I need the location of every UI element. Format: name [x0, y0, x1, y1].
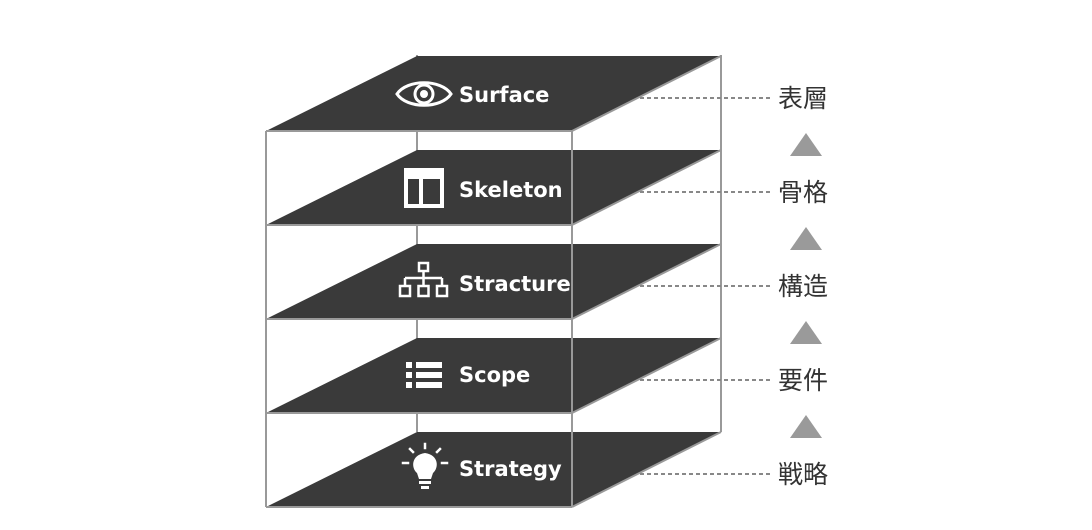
light-bulb-icon [401, 442, 449, 489]
jp-label-strategy: 戦略 [778, 460, 828, 489]
triangle-up-icon [790, 321, 822, 344]
frame-right-diagonal-1 [571, 55, 722, 132]
leader-lines [640, 97, 770, 475]
sitemap-icon [398, 261, 449, 298]
frame-right-diagonal-3 [571, 243, 722, 320]
layer-label-scope: Scope [459, 363, 530, 387]
eye-icon [395, 81, 453, 107]
triangle-up-icon [790, 415, 822, 438]
frame-right-diagonal-5 [571, 431, 722, 508]
triangle-up-icon [790, 133, 822, 156]
jp-label-skeleton: 骨格 [778, 178, 828, 207]
box-frame-front [265, 55, 722, 508]
jp-label-surface: 表層 [778, 84, 828, 113]
layout-icon [404, 168, 444, 208]
layer-label-surface: Surface [459, 83, 549, 107]
up-arrows [790, 133, 822, 438]
frame-right-diagonal-2 [571, 149, 722, 226]
layer-label-stracture: Stracture [459, 272, 571, 296]
list-icon [406, 362, 442, 388]
frame-right-diagonal-4 [571, 337, 722, 414]
layer-label-skeleton: Skeleton [459, 178, 563, 202]
layer-label-strategy: Strategy [459, 457, 562, 481]
jp-label-stracture: 構造 [778, 272, 828, 301]
triangle-up-icon [790, 227, 822, 250]
jp-label-scope: 要件 [778, 366, 828, 395]
